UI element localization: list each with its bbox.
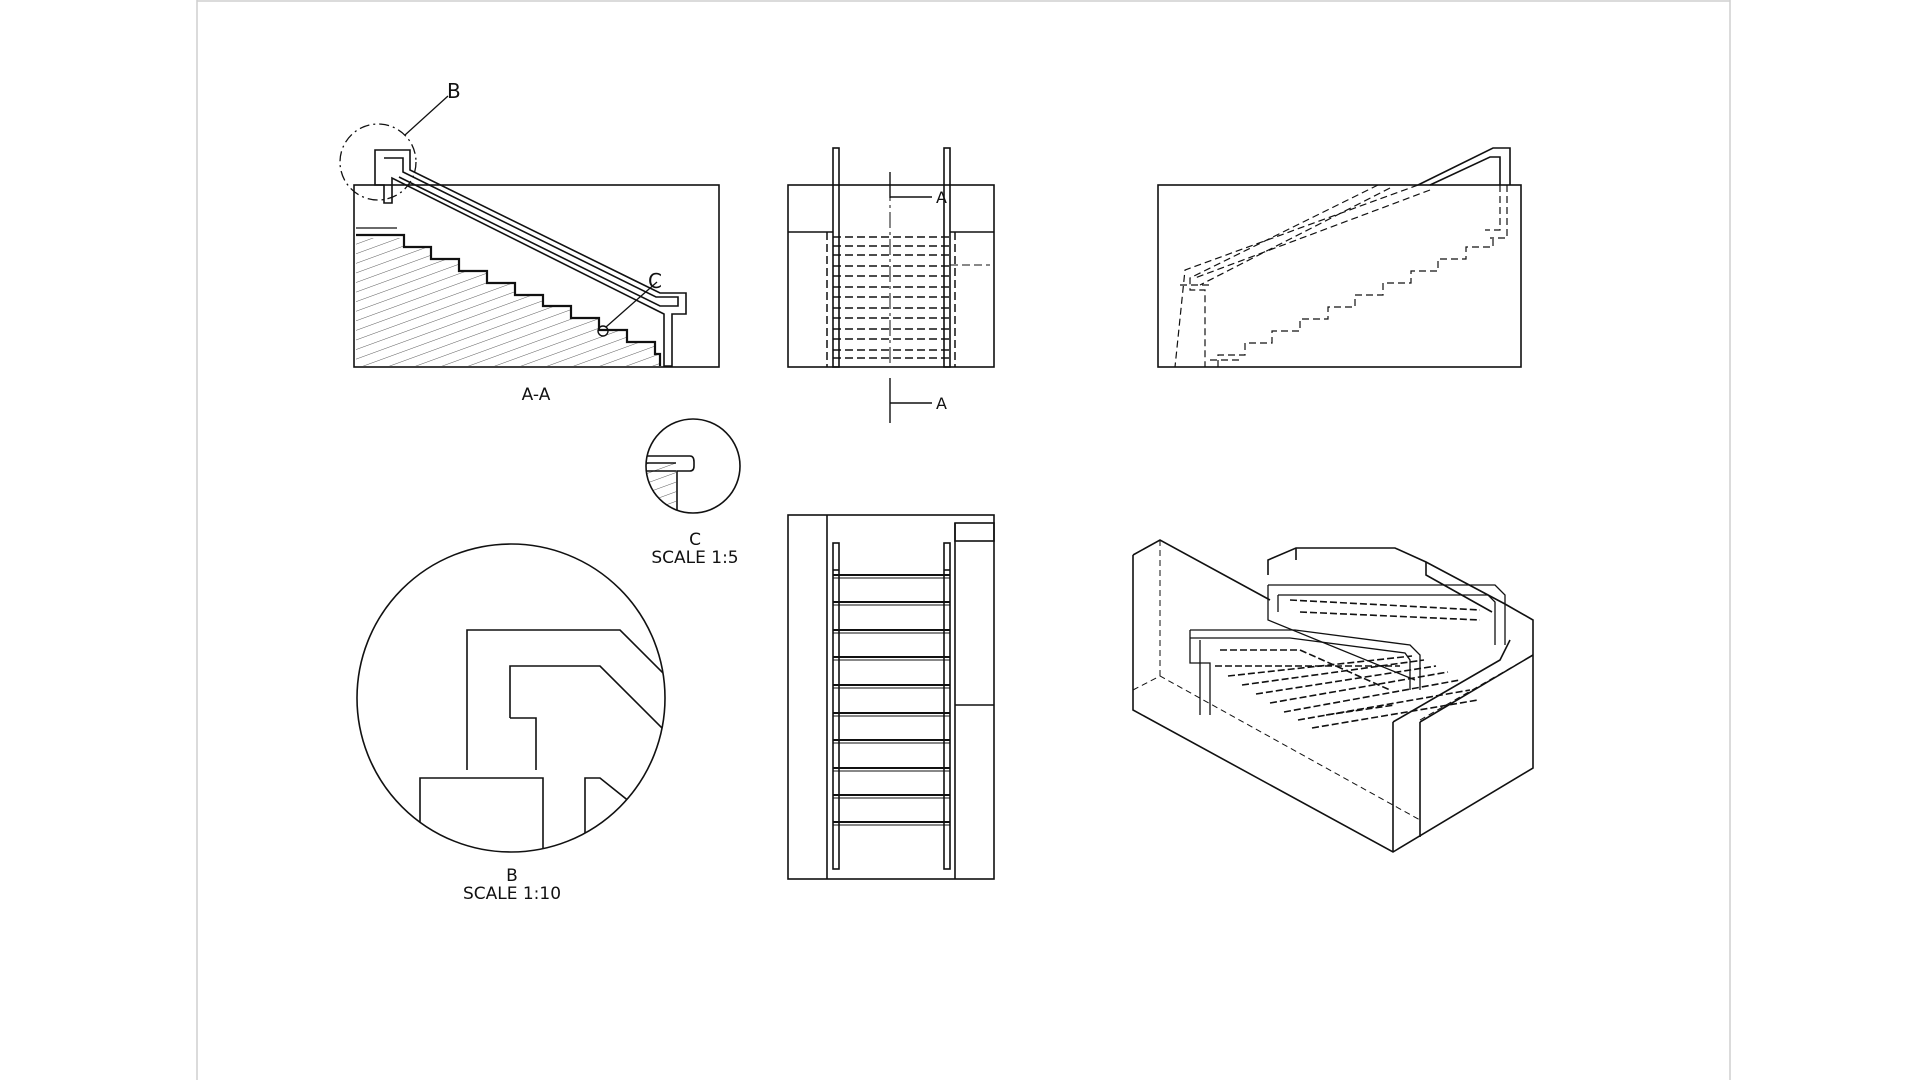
cut-marker-bottom: A xyxy=(936,394,947,413)
iso-hidden-stairs xyxy=(1215,599,1481,729)
hidden-treads xyxy=(826,232,990,367)
detail-c-name: C xyxy=(689,530,701,550)
cut-marker-top: A xyxy=(936,188,947,207)
side-view xyxy=(1157,147,1522,368)
plan-treads xyxy=(833,574,950,823)
section-title: A-A xyxy=(522,385,551,405)
detail-c-scale: SCALE 1:5 xyxy=(651,548,738,568)
plan-view xyxy=(787,514,995,880)
detail-b-marker-circle xyxy=(339,123,417,201)
detail-b-name: B xyxy=(506,866,518,886)
detail-c-marker-circle xyxy=(597,325,609,337)
stair-profile xyxy=(356,233,662,366)
detail-c-view xyxy=(645,418,741,514)
section-hatch-fill xyxy=(356,238,660,366)
detail-b-callout: B xyxy=(447,79,461,103)
cutting-plane-markers xyxy=(889,172,932,423)
handrail xyxy=(374,149,687,367)
detail-c-callout: C xyxy=(648,269,662,293)
isometric-view xyxy=(1132,539,1534,853)
iso-handrails xyxy=(1189,584,1506,715)
detail-b-scale: SCALE 1:10 xyxy=(463,884,561,904)
section-view-a-a xyxy=(339,95,720,368)
front-view xyxy=(787,147,995,423)
detail-b-view xyxy=(356,543,666,853)
sheet-border xyxy=(196,0,1731,1080)
